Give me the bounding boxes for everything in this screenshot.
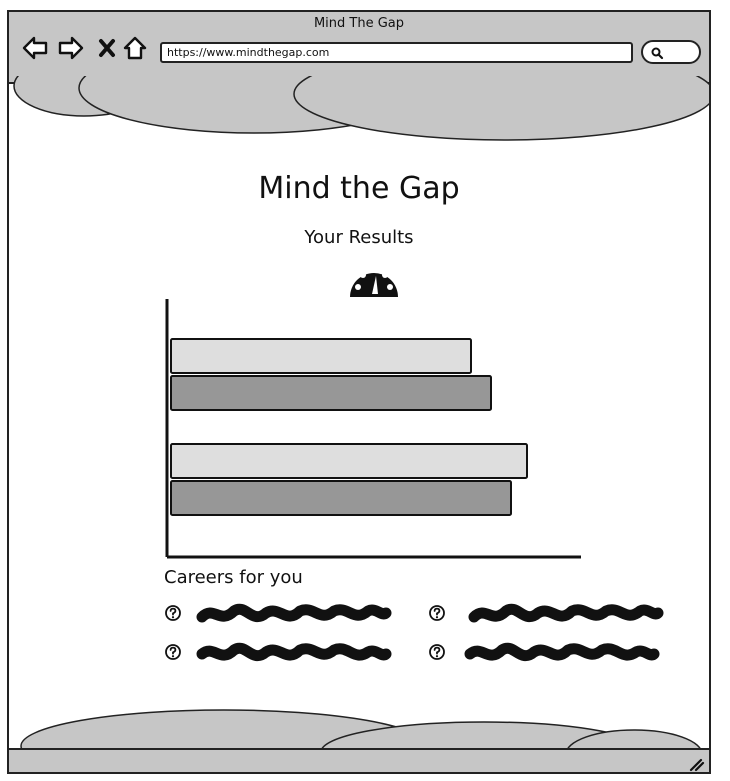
- search-field[interactable]: [641, 40, 701, 64]
- forward-arrow-icon[interactable]: [57, 34, 85, 62]
- close-icon[interactable]: [93, 34, 121, 62]
- page-content: Mind the Gap Your Results Careers for yo…: [9, 76, 709, 762]
- bar-group-2-series-1: [170, 443, 528, 479]
- help-circle-icon: [429, 644, 445, 660]
- status-bar: [9, 748, 709, 772]
- address-url: https://www.mindthegap.com: [167, 46, 330, 59]
- address-bar[interactable]: https://www.mindthegap.com: [160, 42, 633, 63]
- resize-grip-icon[interactable]: [687, 754, 705, 772]
- results-subtitle: Your Results: [304, 227, 414, 248]
- help-circle-icon: [165, 644, 181, 660]
- speedometer-icon: [350, 266, 398, 297]
- search-icon: [651, 47, 664, 60]
- redacted-career-scribble: [468, 603, 664, 623]
- redacted-career-scribble: [196, 603, 392, 623]
- career-item-4[interactable]: [428, 638, 678, 668]
- redacted-career-scribble: [464, 642, 660, 662]
- browser-toolbar: Mind The Gap https://www.mindthegap.com: [9, 12, 709, 84]
- browser-window: Mind The Gap https://www.mindthegap.com: [7, 10, 711, 774]
- careers-heading: Careers for you: [164, 567, 303, 588]
- header-banner-shapes: [13, 76, 709, 141]
- career-item-1[interactable]: [164, 599, 414, 629]
- home-icon[interactable]: [121, 34, 149, 62]
- help-circle-icon: [429, 605, 445, 621]
- redacted-career-scribble: [196, 642, 392, 662]
- help-circle-icon: [165, 605, 181, 621]
- bar-group-1-series-1: [170, 338, 472, 374]
- results-bar-chart: [165, 299, 581, 559]
- bar-group-1-series-2: [170, 375, 492, 411]
- window-title: Mind The Gap: [313, 16, 405, 31]
- page-title: Mind the Gap: [258, 171, 460, 206]
- bar-group-2-series-2: [170, 480, 512, 516]
- career-item-3[interactable]: [164, 638, 414, 668]
- back-arrow-icon[interactable]: [21, 34, 49, 62]
- career-item-2[interactable]: [428, 599, 678, 629]
